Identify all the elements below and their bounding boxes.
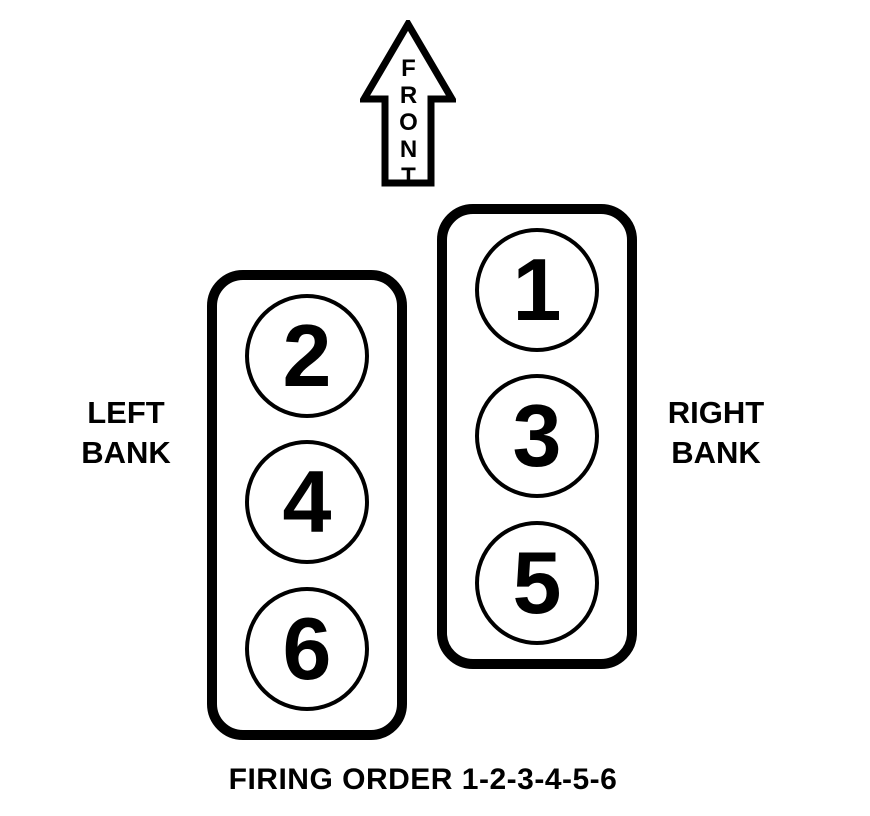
cylinder-2-number: 2 [282, 306, 332, 405]
left-bank-label-line2: BANK [81, 435, 171, 470]
cylinder-1: 1 [475, 228, 599, 352]
front-arrow-icon [360, 20, 456, 187]
cylinder-6-number: 6 [282, 599, 332, 698]
left-bank-label-line1: LEFT [87, 395, 165, 430]
cylinder-6: 6 [245, 587, 369, 711]
firing-order-caption: FIRING ORDER 1-2-3-4-5-6 [228, 763, 618, 796]
front-arrow-label: FRONT [360, 54, 456, 190]
right-bank-label-line1: RIGHT [667, 395, 765, 430]
right-bank-label: RIGHT BANK [646, 393, 786, 473]
cylinder-4-number: 4 [282, 452, 332, 551]
front-arrow-label-text: FRONT [395, 54, 422, 190]
right-bank-label-line2: BANK [671, 435, 761, 470]
right-bank: 1 3 5 [437, 204, 637, 669]
cylinder-4: 4 [245, 440, 369, 564]
left-bank: 2 4 6 [207, 270, 407, 740]
cylinder-1-number: 1 [512, 240, 562, 339]
cylinder-5-number: 5 [512, 533, 562, 632]
cylinder-3-number: 3 [512, 386, 562, 485]
cylinder-3: 3 [475, 374, 599, 498]
left-bank-label: LEFT BANK [56, 393, 196, 473]
cylinder-2: 2 [245, 294, 369, 418]
cylinder-5: 5 [475, 521, 599, 645]
